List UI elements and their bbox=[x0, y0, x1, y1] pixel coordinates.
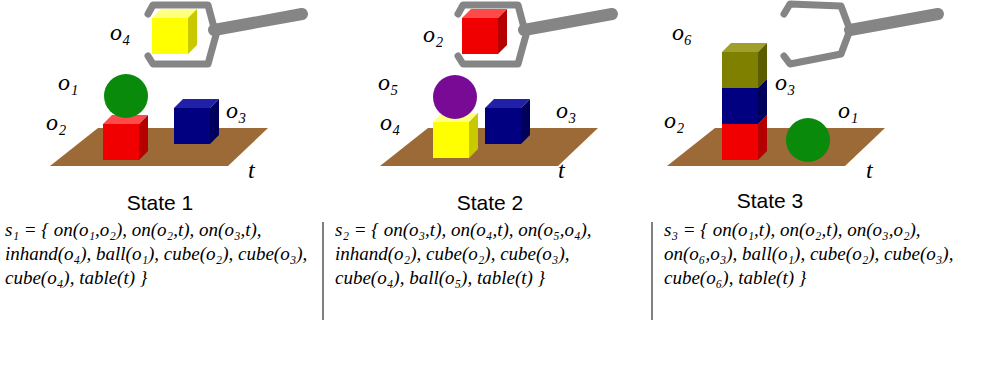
cube-side bbox=[498, 9, 507, 54]
object-label: t bbox=[248, 158, 255, 182]
object-label: o₆ bbox=[672, 20, 692, 44]
object-label: t bbox=[558, 158, 565, 182]
cube-front bbox=[462, 18, 498, 54]
object-label: o₂ bbox=[46, 110, 66, 134]
ball-object bbox=[104, 74, 148, 118]
state-description: s₁ = { on(o₁,o₂), on(o₂,t), on(o₃,t), in… bbox=[5, 218, 313, 290]
object-label: o₁ bbox=[58, 70, 78, 94]
object-label: o₄ bbox=[380, 110, 400, 134]
gripper-claw bbox=[458, 5, 526, 64]
cube-side bbox=[210, 99, 219, 144]
object-label: o₂ bbox=[664, 108, 684, 132]
cube-side bbox=[758, 43, 767, 88]
column-separator bbox=[652, 222, 653, 320]
object-label: o₄ bbox=[110, 20, 130, 44]
cube-front bbox=[174, 108, 210, 144]
object-label: o₅ bbox=[378, 70, 398, 94]
cube-front bbox=[433, 122, 469, 158]
object-label: o₃ bbox=[226, 98, 246, 122]
cube-block bbox=[174, 99, 219, 144]
cube-block bbox=[722, 43, 767, 88]
state-title: State 3 bbox=[737, 188, 804, 213]
object-label: o₃ bbox=[556, 98, 576, 122]
cube-front bbox=[722, 52, 758, 88]
table-surface bbox=[50, 128, 268, 166]
robot-gripper bbox=[148, 5, 302, 64]
cube-front bbox=[722, 124, 758, 160]
state-description: s₃ = { on(o₁,t), on(o₂,t), on(o₃,o₂), on… bbox=[664, 218, 974, 290]
cube-front bbox=[485, 108, 521, 144]
cube-block bbox=[462, 9, 507, 54]
state-description: s₂ = { on(o₃,t), on(o₄,t), on(o₅,o₄), in… bbox=[335, 218, 643, 290]
cube-side bbox=[139, 115, 148, 160]
gripper-arm bbox=[850, 14, 938, 30]
cube-front bbox=[722, 88, 758, 124]
cube-block bbox=[433, 113, 478, 158]
gripper-arm bbox=[214, 14, 302, 30]
robot-gripper bbox=[784, 4, 938, 64]
cube-front bbox=[152, 18, 188, 54]
ball-object bbox=[786, 118, 830, 162]
cube-side bbox=[469, 113, 478, 158]
column-separator bbox=[323, 222, 324, 320]
table-surface bbox=[667, 128, 885, 166]
state-title: State 1 bbox=[127, 190, 194, 215]
cube-block bbox=[152, 9, 197, 54]
state-title: State 2 bbox=[457, 190, 524, 215]
object-label: o₁ bbox=[838, 98, 858, 122]
cube-front bbox=[103, 124, 139, 160]
gripper-arm bbox=[524, 14, 612, 30]
cube-side bbox=[521, 99, 530, 144]
gripper-claw bbox=[148, 5, 216, 64]
robot-gripper bbox=[458, 5, 612, 64]
object-label: o₃ bbox=[775, 70, 795, 94]
cube-block bbox=[103, 115, 148, 160]
cube-side bbox=[188, 9, 197, 54]
ball-object bbox=[433, 75, 477, 119]
object-label: o₂ bbox=[423, 22, 443, 46]
object-label: t bbox=[866, 158, 873, 182]
gripper-claw bbox=[784, 4, 850, 64]
cube-block bbox=[485, 99, 530, 144]
